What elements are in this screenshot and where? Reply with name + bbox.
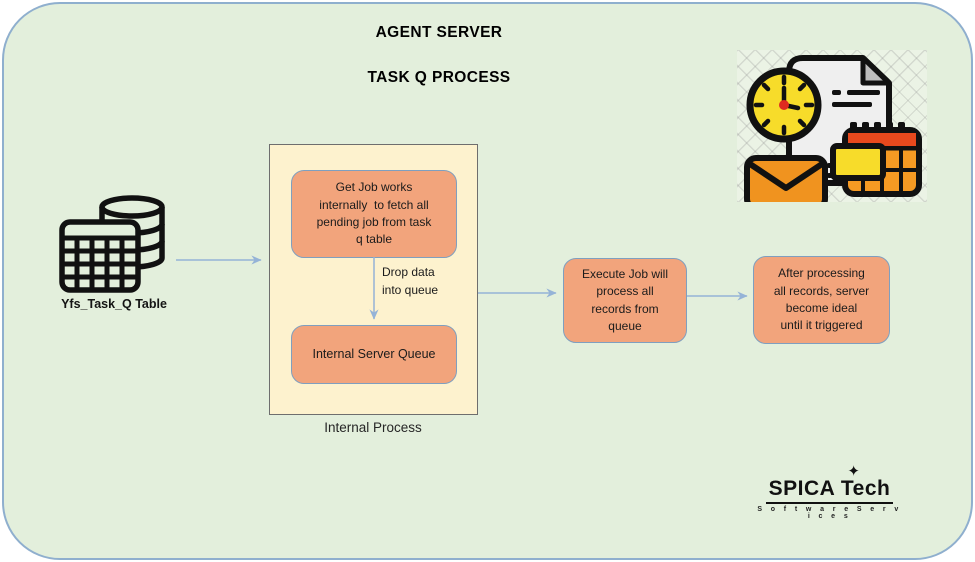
logo-brand-label: SPICA Tech <box>768 477 891 500</box>
logo-brand-text: SPICA Tech ✦ <box>765 464 894 504</box>
internal-process-caption: Internal Process <box>324 420 422 435</box>
clock-calendar-mail-document-icon <box>737 50 927 211</box>
sparkle-star-icon: ✦ <box>847 463 861 480</box>
database-table-icon <box>58 194 170 294</box>
server-idle-node: After processing all records, server bec… <box>753 256 890 344</box>
drop-data-label: Drop data into queue <box>382 265 439 297</box>
logo-tagline: S o f t w a r e S e r v i c e s <box>757 506 902 520</box>
execute-job-node: Execute Job will process all records fro… <box>563 258 687 343</box>
diagram-title: AGENT SERVER <box>375 24 503 41</box>
scheduler-icon-art <box>744 55 922 211</box>
source-table-label: Yfs_Task_Q Table <box>61 297 167 311</box>
internal-server-queue-node: Internal Server Queue <box>291 325 457 384</box>
database-table-icon-art <box>59 195 165 293</box>
get-job-node: Get Job works internally to fetch all pe… <box>291 170 457 258</box>
spica-tech-logo: SPICA Tech ✦ S o f t w a r e S e r v i c… <box>752 464 907 520</box>
diagram-subtitle: TASK Q PROCESS <box>367 69 511 86</box>
